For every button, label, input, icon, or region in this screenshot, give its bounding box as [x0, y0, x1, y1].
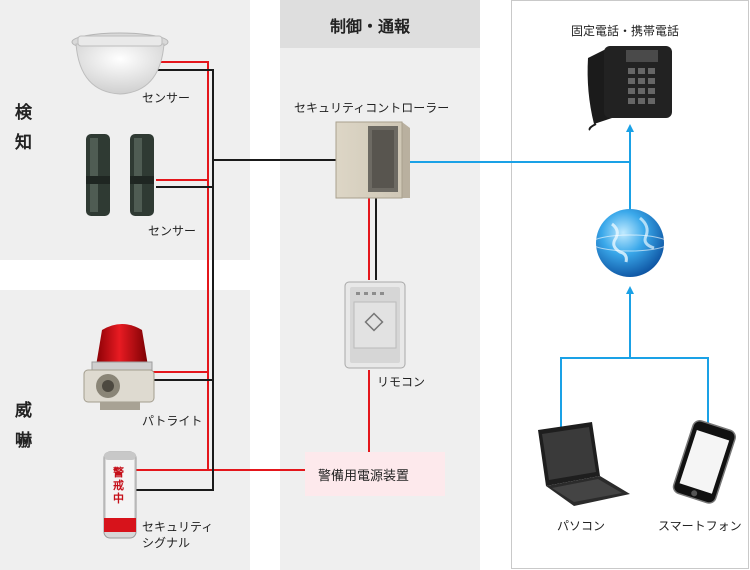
wire-black-main: [136, 69, 214, 491]
power-wires: [136, 61, 370, 471]
telephone-icon: [587, 46, 672, 131]
signal-wires: [136, 69, 377, 491]
pc-label: パソコン: [557, 519, 606, 533]
signal-text: 警 戒 中: [113, 466, 124, 505]
sensor-dome-label: センサー: [142, 91, 191, 105]
globe-icon: [591, 209, 669, 277]
beam-sensor-icon: [86, 134, 154, 216]
security-signal-icon: [103, 451, 137, 539]
dome-sensor-icon: [71, 32, 169, 95]
net-devices-branch: [560, 357, 709, 428]
smartphone-label: スマートフォン: [658, 519, 742, 533]
wire-red-dome: [152, 61, 209, 470]
deter-section-label: 威 嚇: [15, 401, 32, 451]
patrol-light-icon: [83, 324, 155, 410]
phone-label: 固定電話・携帯電話: [571, 24, 680, 38]
controller-icon: [335, 121, 410, 199]
network-lines: [410, 124, 709, 428]
sensor-beam-label: センサー: [148, 224, 197, 238]
remote-label: リモコン: [377, 375, 426, 389]
laptop-icon: [538, 422, 630, 506]
security-signal-label: セキュリティ シグナル: [142, 520, 214, 550]
smartphone-icon: [672, 420, 736, 504]
power-box: [305, 452, 445, 496]
control-section-label: 制御・通報: [330, 17, 411, 36]
remote-icon: [344, 281, 406, 369]
detect-section-label: 検 知: [15, 103, 32, 153]
power-label: 警備用電源装置: [318, 469, 410, 484]
patrol-light-label: パトライト: [142, 414, 203, 428]
controller-label: セキュリティコントローラー: [294, 101, 450, 115]
control-header: [280, 0, 480, 48]
